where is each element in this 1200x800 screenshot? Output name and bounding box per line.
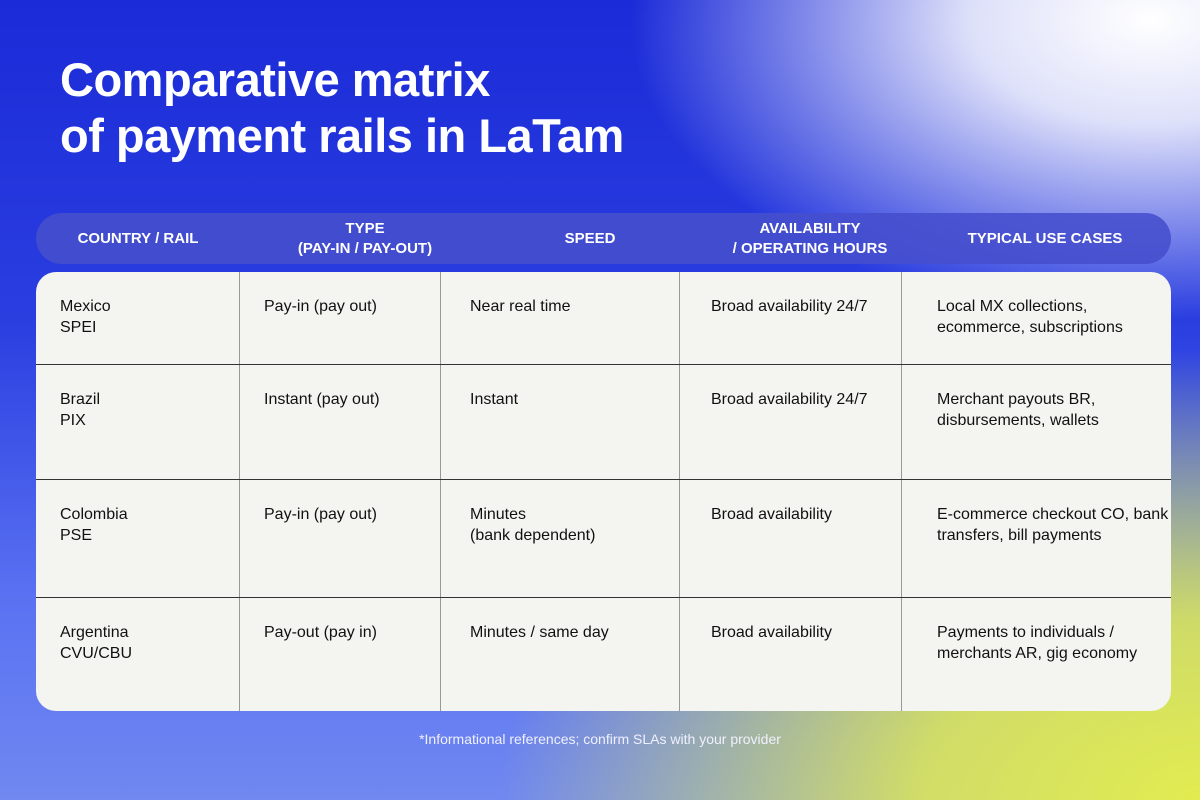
cell-type: Pay-in (pay out) xyxy=(240,480,441,597)
cell-speed: Minutes (bank dependent) xyxy=(441,480,680,597)
title-line-1: Comparative matrix xyxy=(60,53,490,106)
cell-availability: Broad availability xyxy=(680,598,902,711)
cell-type: Pay-in (pay out) xyxy=(240,272,441,364)
cell-type: Instant (pay out) xyxy=(240,365,441,479)
table-header: COUNTRY / RAIL TYPE (PAY-IN / PAY-OUT) SP… xyxy=(36,213,1171,264)
speed: Instant xyxy=(470,391,519,408)
country: Mexico xyxy=(60,298,111,315)
rail: CVU/CBU xyxy=(60,645,133,662)
header-label: COUNTRY / RAIL xyxy=(77,229,199,247)
footnote: *Informational references; confirm SLAs … xyxy=(419,731,781,747)
title-line-2: of payment rails in LaTam xyxy=(60,109,624,162)
speed: Minutes xyxy=(470,506,527,523)
cell-availability: Broad availability 24/7 xyxy=(680,365,902,479)
cell-speed: Near real time xyxy=(441,272,680,364)
header-label: TYPE xyxy=(345,219,385,237)
cell-speed: Minutes / same day xyxy=(441,598,680,711)
country: Argentina xyxy=(60,624,129,641)
header-availability: AVAILABILITY / OPERATING HOURS xyxy=(690,213,930,264)
page-title: Comparative matrix of payment rails in L… xyxy=(60,52,624,164)
header-label: TYPICAL USE CASES xyxy=(967,229,1123,247)
header-label: SPEED xyxy=(564,229,616,247)
country: Colombia xyxy=(60,506,128,523)
cell-use-cases: Local MX collections, ecommerce, subscri… xyxy=(937,298,1123,336)
header-label: / OPERATING HOURS xyxy=(732,239,888,257)
rail: PSE xyxy=(60,527,93,544)
header-label: (PAY-IN / PAY-OUT) xyxy=(297,239,433,257)
speed-note: (bank dependent) xyxy=(470,527,596,544)
cell-speed: Instant xyxy=(441,365,680,479)
header-speed: SPEED xyxy=(490,213,690,264)
rail: SPEI xyxy=(60,319,97,336)
header-country-rail: COUNTRY / RAIL xyxy=(36,213,240,264)
speed: Near real time xyxy=(470,298,571,315)
country: Brazil xyxy=(60,391,101,408)
speed: Minutes / same day xyxy=(470,624,609,641)
cell-availability: Broad availability xyxy=(680,480,902,597)
header-use-cases: TYPICAL USE CASES xyxy=(930,213,1160,264)
header-type: TYPE (PAY-IN / PAY-OUT) xyxy=(240,213,490,264)
cell-use-cases: Payments to individuals / merchants AR, … xyxy=(937,624,1138,662)
cell-availability: Broad availability 24/7 xyxy=(680,272,902,364)
cell-type: Pay-out (pay in) xyxy=(240,598,441,711)
cell-use-cases: Merchant payouts BR, disbursements, wall… xyxy=(937,391,1099,429)
cell-use-cases: E-commerce checkout CO, bank transfers, … xyxy=(937,506,1169,544)
rail: PIX xyxy=(60,412,86,429)
header-label: AVAILABILITY xyxy=(759,219,861,237)
